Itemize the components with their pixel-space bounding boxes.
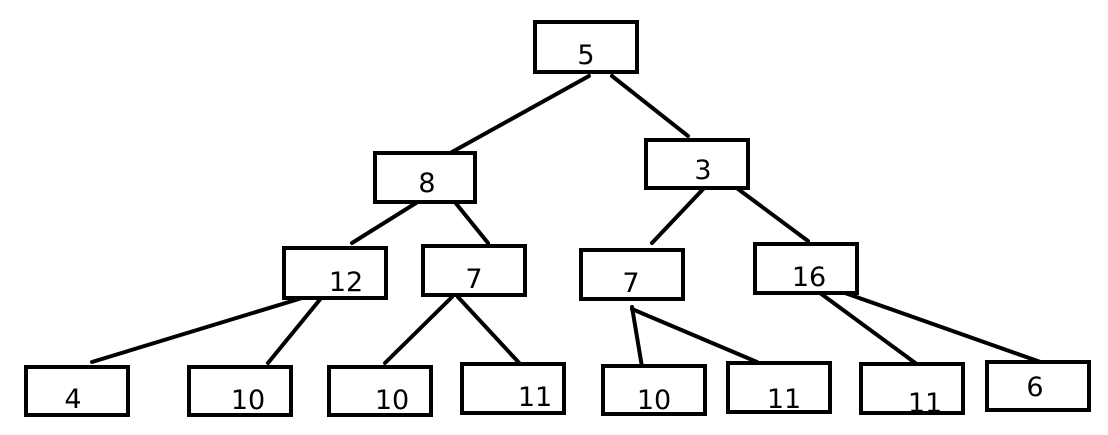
node-box [985, 360, 1091, 412]
node-box [187, 365, 293, 417]
node-label: 3 [694, 155, 711, 186]
node-box [421, 244, 527, 297]
node-label: 16 [792, 262, 826, 293]
edge-n7-n15 [843, 291, 1051, 367]
edge-n5-n10 [383, 295, 454, 365]
edge-n6-n13 [630, 307, 759, 364]
node-label: 11 [767, 384, 801, 415]
tree-node: 7 [579, 248, 685, 301]
edge-n3-n6 [650, 184, 708, 245]
node-box [533, 20, 639, 74]
node-label: 5 [577, 40, 594, 71]
node-box [579, 248, 685, 301]
edge-n2-n4 [350, 196, 426, 245]
node-box [726, 361, 832, 414]
node-box [373, 151, 477, 204]
tree-node: 11 [460, 362, 566, 415]
node-label: 11 [908, 388, 942, 419]
node-box [601, 364, 707, 416]
node-label: 10 [637, 385, 671, 416]
node-label: 10 [375, 385, 409, 416]
tree-node: 3 [644, 138, 750, 190]
node-label: 11 [518, 382, 552, 413]
tree-node: 16 [753, 242, 859, 295]
node-box [327, 365, 433, 417]
node-label: 7 [465, 264, 482, 295]
tree-node: 6 [985, 360, 1091, 412]
node-box [644, 138, 750, 190]
nodes-layer: 5 8 3 12 7 7 16 4 10 10 11 10 11 11 6 [24, 20, 1091, 419]
node-box [859, 362, 965, 415]
node-label: 8 [418, 168, 435, 199]
node-label: 7 [622, 268, 639, 299]
edge-n4-n8 [90, 289, 327, 364]
node-label: 12 [329, 267, 363, 298]
node-box [753, 242, 859, 295]
edge-n3-n7 [732, 184, 810, 243]
node-label: 10 [231, 385, 265, 416]
node-label: 6 [1026, 372, 1043, 403]
edge-n5-n11 [456, 295, 524, 368]
tree-node: 5 [533, 20, 639, 74]
edge-n1-n3 [610, 74, 690, 138]
tree-node: 12 [282, 246, 388, 300]
tree-node: 11 [859, 362, 965, 419]
tree-node: 10 [601, 364, 707, 416]
edge-n1-n2 [450, 74, 591, 154]
tree-node: 10 [187, 365, 293, 417]
tree-node: 11 [726, 361, 832, 415]
tree-node: 8 [373, 151, 477, 204]
tree-node: 4 [24, 365, 130, 417]
edges-layer [90, 74, 1051, 369]
edge-n6-n12 [630, 305, 644, 369]
edge-n2-n5 [452, 199, 490, 245]
edge-n7-n14 [818, 291, 920, 367]
node-box [282, 246, 388, 300]
tree-node: 7 [421, 244, 527, 297]
node-box [24, 365, 130, 417]
node-label: 4 [64, 384, 81, 415]
tree-node: 10 [327, 365, 433, 417]
edge-n4-n9 [266, 295, 324, 365]
node-box [460, 362, 566, 415]
